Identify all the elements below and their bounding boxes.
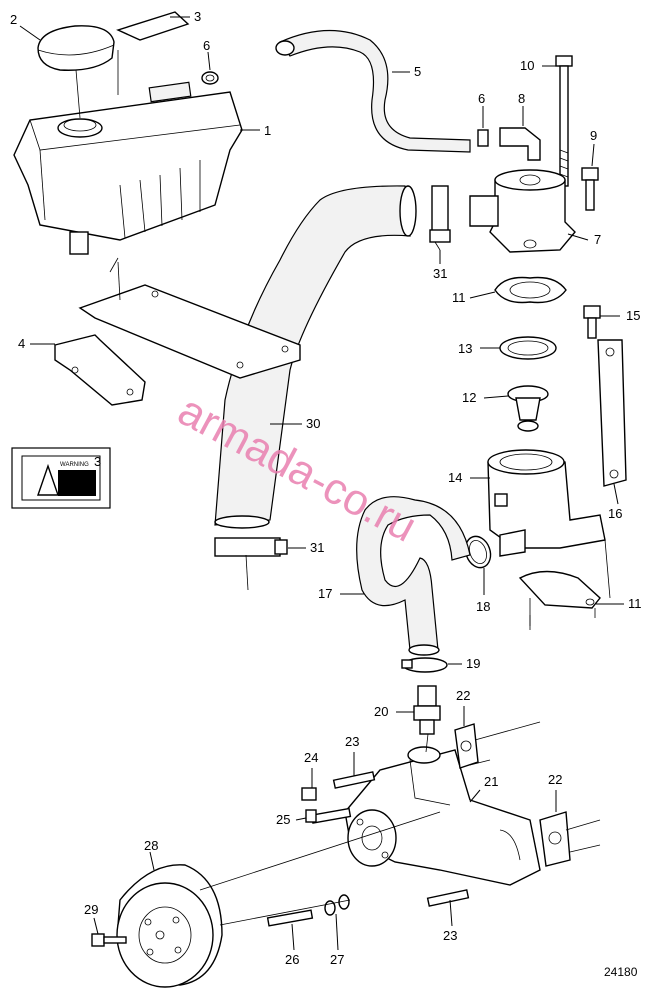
- callout-30: 30: [306, 416, 320, 431]
- stud-23-bottom: [426, 889, 470, 907]
- callout-8: 8: [518, 91, 525, 106]
- bypass-hose: [356, 496, 471, 656]
- callout-27: 27: [330, 952, 344, 967]
- callout-3-box: 3: [94, 454, 101, 469]
- expansion-tank: [13, 81, 243, 255]
- radiator-hose: [214, 185, 417, 529]
- pulley: [116, 864, 223, 988]
- callout-7: 7: [594, 232, 601, 247]
- bolt-9: [581, 167, 599, 211]
- gasket-22-top: [454, 723, 479, 769]
- callout-11-bottom: 11: [628, 596, 642, 611]
- callout-26: 26: [285, 952, 299, 967]
- callout-2: 2: [10, 12, 17, 27]
- gasket-11-bottom: [518, 570, 601, 630]
- callout-14: 14: [448, 470, 462, 485]
- clamp-and-elbow: [477, 127, 541, 161]
- callout-12: 12: [462, 390, 476, 405]
- callout-20: 20: [374, 704, 388, 719]
- callout-4: 4: [18, 336, 25, 351]
- filler-cap: [37, 25, 115, 119]
- stud-23-top: [332, 771, 376, 789]
- bolt-15: [583, 305, 601, 339]
- callout-10: 10: [520, 58, 534, 73]
- callout-17: 17: [318, 586, 332, 601]
- callout-31-bottom: 31: [310, 540, 324, 555]
- callout-21: 21: [484, 774, 498, 789]
- nut-24: [301, 787, 317, 801]
- tank-bracket: [54, 261, 301, 406]
- callout-1: 1: [264, 123, 271, 138]
- callout-18: 18: [476, 599, 490, 614]
- callout-11-top: 11: [452, 290, 466, 305]
- warning-decal: WARNING: [11, 447, 111, 509]
- callout-9: 9: [590, 128, 597, 143]
- callout-16: 16: [608, 506, 622, 521]
- hose-clamp-31-bottom: [214, 537, 288, 557]
- long-bolt: [555, 55, 573, 187]
- hose-clamp-19: [401, 657, 448, 673]
- stud-26: [266, 909, 314, 927]
- leader-lines: [19, 16, 624, 951]
- callout-28: 28: [144, 838, 158, 853]
- bolt-25: [305, 807, 352, 824]
- o-ring: [499, 336, 557, 360]
- figure-reference-number: 24180: [604, 965, 638, 979]
- bolt-29: [91, 933, 127, 947]
- thermostat-housing-cover: [469, 169, 576, 253]
- gasket-22-right: [539, 811, 571, 867]
- callout-19: 19: [466, 656, 480, 671]
- hose-clamp-31-top: [429, 185, 451, 243]
- overflow-hose: [275, 29, 471, 153]
- callout-23-top: 23: [345, 734, 359, 749]
- callout-31-top: 31: [433, 266, 447, 281]
- thermostat: [507, 385, 549, 432]
- bracket-plate: [597, 339, 627, 487]
- callout-22-right: 22: [548, 772, 562, 787]
- gasket-11-top: [494, 276, 567, 304]
- callout-23-bottom: 23: [443, 928, 457, 943]
- callout-22-top: 22: [456, 688, 470, 703]
- callout-15: 15: [626, 308, 640, 323]
- hose-clamp-top: [201, 71, 219, 85]
- callout-5: 5: [414, 64, 421, 79]
- thermostat-housing: [487, 449, 606, 557]
- decal-label: [116, 11, 190, 95]
- callout-6-mid: 6: [478, 91, 485, 106]
- callout-25: 25: [276, 812, 290, 827]
- callout-3-top: 3: [194, 9, 201, 24]
- callout-numbers: 2 3 6 5 1 6 8 10 9 7 31 11 4 13 15 12 30…: [10, 9, 642, 967]
- callout-13: 13: [458, 341, 472, 356]
- pipe-nipple: [413, 685, 441, 735]
- water-pump: [344, 746, 541, 886]
- washers-27: [324, 894, 350, 916]
- watermark: armada-co.ru: [170, 386, 424, 552]
- callout-29: 29: [84, 902, 98, 917]
- callout-24: 24: [304, 750, 318, 765]
- warning-text: WARNING: [60, 462, 89, 468]
- callout-6-top: 6: [203, 38, 210, 53]
- assembly-lines: [109, 241, 611, 926]
